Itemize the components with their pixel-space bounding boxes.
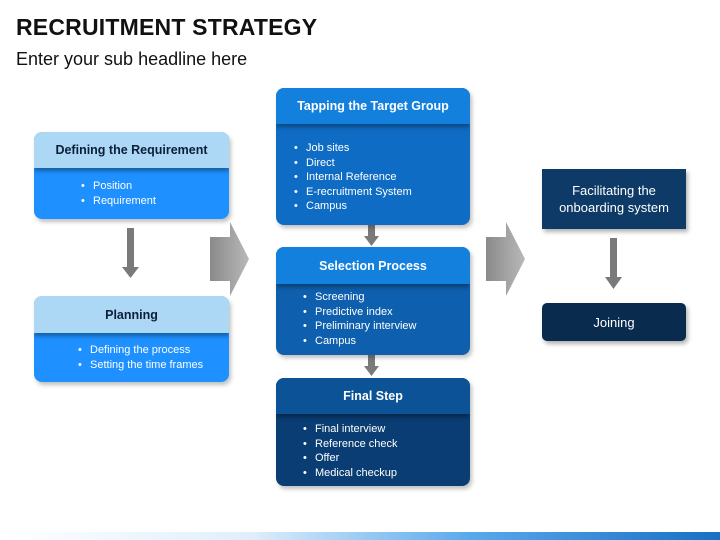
list-item: Defining the process bbox=[78, 343, 229, 358]
selection-process-title: Selection Process bbox=[276, 247, 470, 284]
list-item: Final interview bbox=[303, 422, 470, 437]
joining-label: Joining bbox=[593, 314, 635, 330]
bottom-gradient-bar bbox=[0, 532, 720, 540]
arrow-down-tapping-selection-icon bbox=[364, 225, 379, 246]
tapping-target-group-list: Job sites Direct Internal Reference E-re… bbox=[294, 141, 470, 214]
planning-title: Planning bbox=[34, 296, 229, 333]
arrow-down-onboarding-joining-icon bbox=[605, 238, 622, 289]
list-item: Offer bbox=[303, 451, 470, 466]
list-item: Setting the time frames bbox=[78, 358, 229, 373]
list-item: Preliminary interview bbox=[303, 319, 470, 334]
arrow-down-selection-final-icon bbox=[364, 355, 379, 376]
list-item: Screening bbox=[303, 290, 470, 305]
final-step-title: Final Step bbox=[276, 378, 470, 414]
defining-requirement-card: Defining the Requirement Position Requir… bbox=[34, 132, 229, 219]
list-item: Campus bbox=[303, 334, 470, 349]
list-item: Predictive index bbox=[303, 305, 470, 320]
onboarding-box: Facilitating the onboarding system bbox=[542, 169, 686, 229]
final-step-card: Final Step Final interview Reference che… bbox=[276, 378, 470, 486]
joining-box: Joining bbox=[542, 303, 686, 341]
arrow-right-right-icon bbox=[486, 222, 525, 296]
defining-requirement-list: Position Requirement bbox=[81, 179, 229, 209]
list-item: Direct bbox=[294, 156, 470, 171]
list-item: Medical checkup bbox=[303, 466, 470, 481]
page-subtitle: Enter your sub headline here bbox=[16, 49, 248, 69]
onboarding-label: Facilitating the onboarding system bbox=[559, 183, 669, 215]
planning-list: Defining the process Setting the time fr… bbox=[78, 343, 229, 373]
tapping-target-group-card: Tapping the Target Group Job sites Direc… bbox=[276, 88, 470, 225]
list-item: Internal Reference bbox=[294, 170, 470, 185]
selection-process-card: Selection Process Screening Predictive i… bbox=[276, 247, 470, 355]
planning-card: Planning Defining the process Setting th… bbox=[34, 296, 229, 382]
page-title: RECRUITMENT STRATEGY bbox=[16, 14, 318, 40]
arrow-down-defining-planning-icon bbox=[122, 228, 139, 278]
list-item: Job sites bbox=[294, 141, 470, 156]
final-step-list: Final interview Reference check Offer Me… bbox=[303, 422, 470, 481]
list-item: Campus bbox=[294, 199, 470, 214]
list-item: Position bbox=[81, 179, 229, 194]
list-item: Requirement bbox=[81, 194, 229, 209]
defining-requirement-title: Defining the Requirement bbox=[34, 132, 229, 168]
tapping-target-group-title: Tapping the Target Group bbox=[276, 88, 470, 124]
selection-process-list: Screening Predictive index Preliminary i… bbox=[303, 290, 470, 349]
list-item: Reference check bbox=[303, 437, 470, 452]
list-item: E-recruitment System bbox=[294, 185, 470, 200]
arrow-right-left-icon bbox=[210, 222, 249, 296]
